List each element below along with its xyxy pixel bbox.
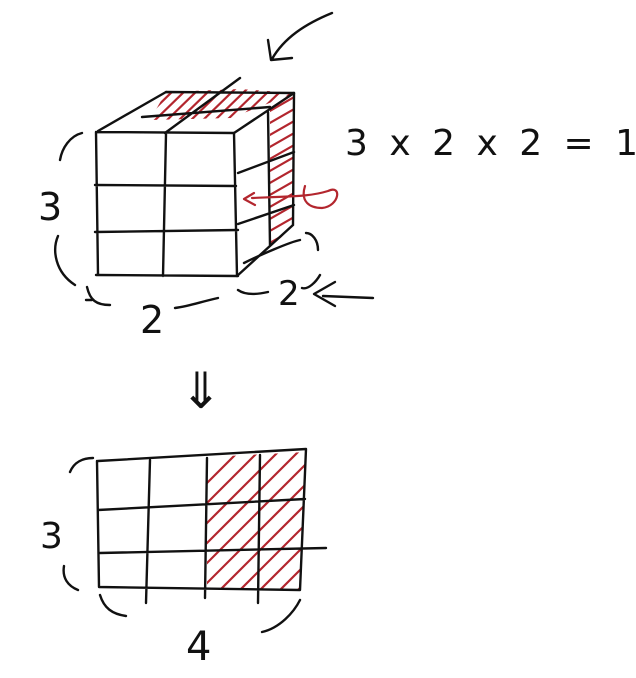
- top-pointer-arrow: [266, 11, 334, 62]
- cube-height-label: 3: [38, 185, 62, 229]
- unfolded-grid: [95, 447, 328, 605]
- unfolded-height-bracket: [62, 456, 95, 592]
- unfolded-width-bracket: [98, 593, 302, 634]
- cube-side-face: [235, 91, 296, 278]
- unfolded-figure: 3 4: [40, 447, 328, 670]
- unfolded-hatching: [207, 452, 306, 590]
- cube-side-hatching: [270, 95, 294, 245]
- unfolded-width-label: 4: [186, 624, 211, 670]
- cube-depth-label: 2: [278, 274, 300, 314]
- cube-height-bracket: [54, 131, 94, 302]
- transform-arrow: ⇓: [180, 362, 222, 420]
- unfolded-height-label: 3: [40, 516, 63, 557]
- cube-figure: 3 2 2 3 x 2 x 2 = 12: [38, 11, 636, 342]
- cube-width-label: 2: [140, 298, 164, 342]
- cube-top-face: [96, 76, 296, 135]
- rotation-arrow: [242, 184, 339, 210]
- volume-equation: 3 x 2 x 2 = 12: [345, 123, 636, 164]
- cube-front-face: [93, 130, 240, 278]
- cube-width-bracket: [85, 285, 220, 310]
- depth-pointer-arrow: [312, 280, 375, 308]
- cube-depth-bracket: [236, 231, 322, 296]
